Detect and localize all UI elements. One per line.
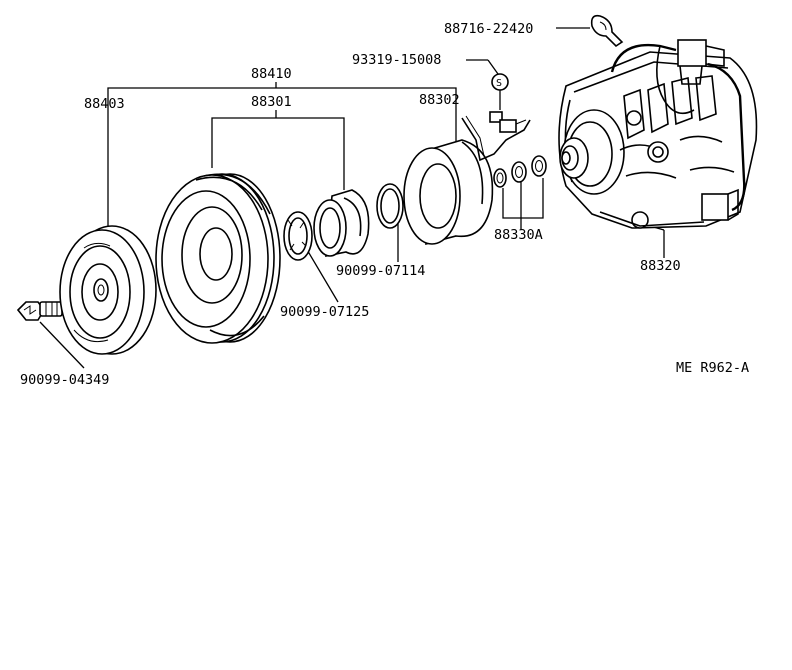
washer-s-mark	[491, 73, 509, 91]
label-93319-15008: 93319-15008	[352, 52, 441, 68]
label-88403: 88403	[84, 96, 125, 112]
bolt	[16, 301, 63, 321]
label-s-mark: S	[496, 78, 502, 89]
part-labels: 88716-22420 93319-15008 S 88410 88403 88…	[20, 21, 749, 388]
lead-wire	[461, 111, 531, 162]
diagram-reference: ME R962-A	[676, 360, 749, 376]
snap-ring-07114	[376, 183, 404, 229]
label-88302: 88302	[419, 92, 460, 108]
bearing	[313, 189, 370, 257]
pulley	[155, 173, 281, 344]
label-90099-07125: 90099-07125	[280, 304, 369, 320]
label-90099-07114: 90099-07114	[336, 263, 425, 279]
snap-ring-07125	[283, 211, 313, 261]
label-88410: 88410	[251, 66, 292, 82]
shims	[493, 155, 547, 188]
label-88301: 88301	[251, 94, 292, 110]
clutch-hub	[59, 225, 157, 355]
compressor	[558, 39, 758, 229]
clamp	[590, 14, 624, 48]
label-90099-04349: 90099-04349	[20, 372, 109, 388]
label-88716-22420: 88716-22420	[444, 21, 533, 37]
field-coil	[403, 139, 494, 246]
label-88330a: 88330A	[494, 227, 543, 243]
label-88320: 88320	[640, 258, 681, 274]
